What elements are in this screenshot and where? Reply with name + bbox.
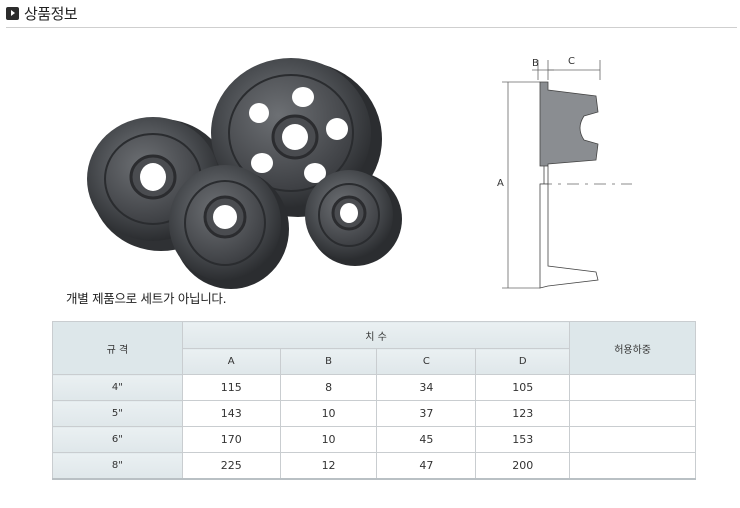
cell-d: 105 (475, 374, 571, 401)
table-row: 6" 170 10 45 153 (52, 426, 696, 453)
cell-c: 37 (376, 400, 477, 427)
table-row: 5" 143 10 37 123 (52, 400, 696, 427)
subheader-c: C (376, 348, 477, 375)
header-spec: 규 격 (52, 321, 183, 375)
pulley-wheel-small (305, 170, 402, 266)
subheader-b: B (279, 348, 378, 375)
cell-spec: 8" (52, 452, 183, 479)
table-bottom-border (52, 478, 696, 480)
cell-c: 47 (376, 452, 477, 479)
header-dimensions: 치 수 (181, 321, 571, 349)
table-row: 8" 225 12 47 200 (52, 452, 696, 479)
cell-c: 45 (376, 426, 477, 453)
cell-a: 143 (181, 400, 281, 427)
section-header: 상품정보 (6, 2, 78, 24)
subheader-a: A (181, 348, 281, 375)
spec-table: 규 격 치 수 허용하중 A B C D 4" 115 8 34 105 5" … (52, 321, 696, 479)
pulley-wheel-middle (169, 165, 289, 289)
page-title: 상품정보 (24, 4, 78, 23)
cell-a: 115 (181, 374, 281, 401)
table-row: 4" 115 8 34 105 (52, 374, 696, 401)
subheader-d: D (475, 348, 571, 375)
header-divider (6, 27, 737, 28)
cell-a: 225 (181, 452, 281, 479)
label-b: B (532, 58, 539, 69)
cell-spec: 4" (52, 374, 183, 401)
cell-b: 10 (279, 400, 378, 427)
header-allowable-load: 허용하중 (569, 321, 696, 375)
cell-b: 12 (279, 452, 378, 479)
dimension-diagram: B C A (488, 50, 638, 295)
cell-c: 34 (376, 374, 477, 401)
label-a: A (497, 178, 504, 189)
cell-d: 123 (475, 400, 571, 427)
cell-spec: 6" (52, 426, 183, 453)
cell-load (569, 400, 696, 427)
cell-d: 153 (475, 426, 571, 453)
cell-load (569, 374, 696, 401)
arrow-bullet-icon (6, 6, 19, 20)
cell-load (569, 452, 696, 479)
cell-load (569, 426, 696, 453)
cell-a: 170 (181, 426, 281, 453)
cell-b: 8 (279, 374, 378, 401)
cell-spec: 5" (52, 400, 183, 427)
cell-d: 200 (475, 452, 571, 479)
product-photo (65, 33, 407, 293)
label-c: C (568, 56, 575, 67)
cell-b: 10 (279, 426, 378, 453)
notice-text: 개별 제품으로 세트가 아닙니다. (66, 291, 227, 306)
